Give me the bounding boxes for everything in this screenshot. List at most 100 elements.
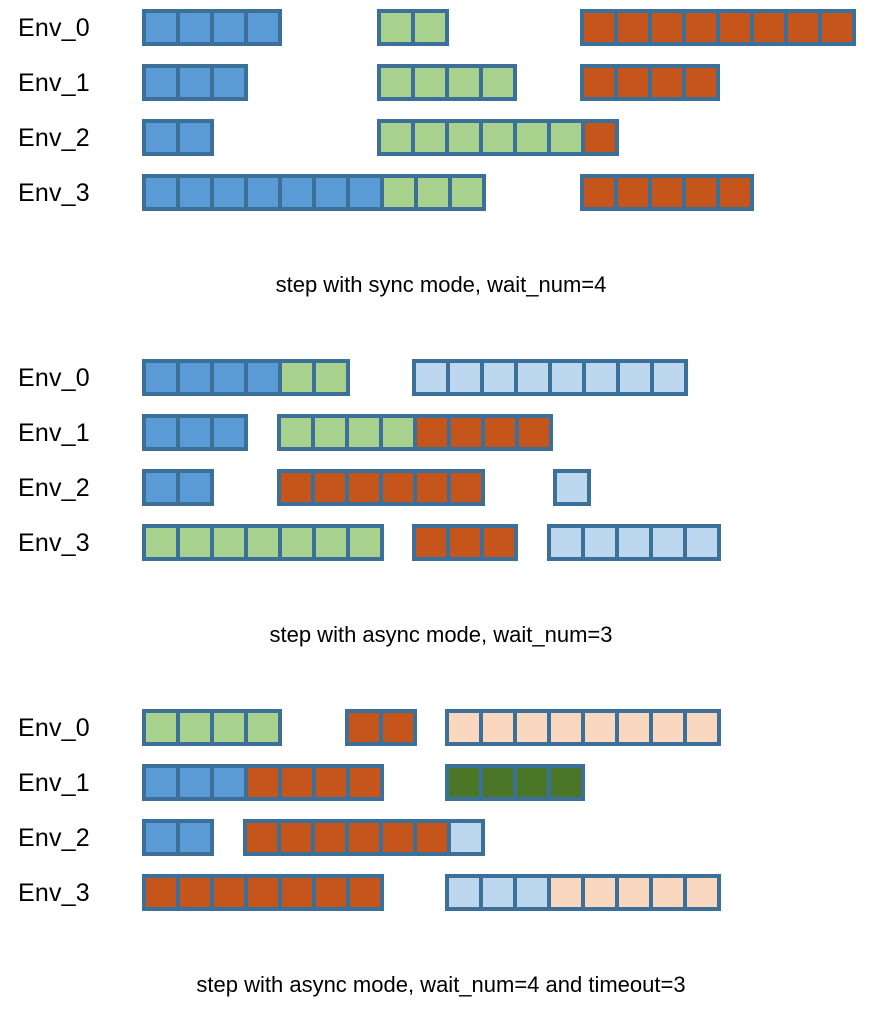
step-cell-lightblue bbox=[687, 528, 717, 557]
step-cell-orange bbox=[652, 13, 682, 42]
step-cell-green bbox=[282, 528, 312, 557]
step-cell-peach bbox=[687, 878, 717, 907]
step-cell-orange bbox=[652, 178, 682, 207]
step-cell-lightblue bbox=[517, 878, 547, 907]
step-cell-lightblue bbox=[416, 363, 446, 392]
step-cell-blue bbox=[350, 178, 380, 207]
step-cell-orange bbox=[416, 528, 446, 557]
step-block-group bbox=[142, 874, 384, 911]
step-cell-green bbox=[146, 713, 176, 742]
step-cell-blue bbox=[248, 178, 278, 207]
env-row: Env_0 bbox=[0, 350, 882, 405]
step-cell-green bbox=[381, 123, 411, 152]
step-block-group bbox=[277, 469, 485, 506]
step-cell-lightblue bbox=[620, 363, 650, 392]
env-row-label: Env_2 bbox=[18, 823, 90, 852]
step-cell-lightblue bbox=[484, 363, 514, 392]
env-row-label: Env_2 bbox=[18, 123, 90, 152]
step-cell-orange bbox=[618, 178, 648, 207]
env-row-track bbox=[0, 165, 882, 220]
step-cell-orange bbox=[618, 68, 648, 97]
env-row: Env_2 bbox=[0, 810, 882, 865]
env-row-track bbox=[0, 0, 882, 55]
step-cell-blue bbox=[214, 13, 244, 42]
env-row-label: Env_3 bbox=[18, 178, 90, 207]
env-row: Env_3 bbox=[0, 865, 882, 920]
step-cell-green bbox=[248, 713, 278, 742]
step-cell-orange bbox=[822, 13, 852, 42]
step-cell-orange bbox=[349, 823, 379, 852]
step-cell-blue bbox=[180, 418, 210, 447]
step-block-group bbox=[142, 359, 350, 396]
step-cell-orange bbox=[417, 418, 447, 447]
step-block-group bbox=[553, 469, 591, 506]
step-block-group bbox=[142, 64, 248, 101]
step-cell-peach bbox=[483, 713, 513, 742]
step-block-group bbox=[277, 414, 553, 451]
step-block-group bbox=[345, 709, 417, 746]
step-cell-orange bbox=[247, 823, 277, 852]
step-cell-blue bbox=[180, 473, 210, 502]
step-cell-orange bbox=[281, 823, 311, 852]
env-row: Env_2 bbox=[0, 460, 882, 515]
step-cell-orange bbox=[146, 878, 176, 907]
step-cell-blue bbox=[146, 768, 176, 797]
step-cell-peach bbox=[619, 878, 649, 907]
env-row-label: Env_0 bbox=[18, 713, 90, 742]
step-cell-peach bbox=[551, 713, 581, 742]
step-cell-lightblue bbox=[450, 363, 480, 392]
step-block-group bbox=[142, 819, 214, 856]
step-cell-orange bbox=[618, 13, 648, 42]
step-cell-orange bbox=[214, 878, 244, 907]
step-cell-lightblue bbox=[451, 823, 481, 852]
step-cell-green bbox=[381, 68, 411, 97]
env-row-label: Env_1 bbox=[18, 68, 90, 97]
step-cell-orange bbox=[584, 13, 614, 42]
step-cell-orange bbox=[584, 68, 614, 97]
step-cell-peach bbox=[653, 878, 683, 907]
step-cell-lightblue bbox=[518, 363, 548, 392]
step-block-group bbox=[142, 469, 214, 506]
step-cell-lightblue bbox=[585, 528, 615, 557]
step-block-group bbox=[142, 9, 282, 46]
step-cell-blue bbox=[146, 68, 176, 97]
step-cell-blue bbox=[146, 823, 176, 852]
env-row: Env_3 bbox=[0, 515, 882, 570]
step-cell-peach bbox=[551, 878, 581, 907]
step-cell-lightblue bbox=[551, 528, 581, 557]
step-cell-blue bbox=[146, 363, 176, 392]
step-cell-blue bbox=[146, 473, 176, 502]
step-cell-blue bbox=[180, 123, 210, 152]
step-block-group bbox=[445, 874, 721, 911]
step-cell-blue bbox=[146, 178, 176, 207]
step-cell-green bbox=[415, 68, 445, 97]
step-cell-orange bbox=[686, 13, 716, 42]
step-cell-blue bbox=[180, 768, 210, 797]
step-cell-orange bbox=[584, 178, 614, 207]
step-cell-blue bbox=[214, 363, 244, 392]
step-cell-orange bbox=[383, 823, 413, 852]
step-cell-green bbox=[180, 713, 210, 742]
step-cell-orange bbox=[585, 123, 615, 152]
step-cell-green bbox=[415, 13, 445, 42]
step-cell-green bbox=[180, 528, 210, 557]
step-block-group bbox=[377, 9, 449, 46]
step-block-group bbox=[142, 709, 282, 746]
step-cell-lightblue bbox=[586, 363, 616, 392]
step-cell-green bbox=[418, 178, 448, 207]
env-row: Env_1 bbox=[0, 55, 882, 110]
step-cell-orange bbox=[450, 528, 480, 557]
step-cell-green bbox=[383, 418, 413, 447]
step-cell-orange bbox=[281, 473, 311, 502]
step-cell-blue bbox=[316, 178, 346, 207]
step-cell-blue bbox=[180, 13, 210, 42]
step-cell-orange bbox=[248, 878, 278, 907]
step-cell-orange bbox=[451, 473, 481, 502]
step-cell-peach bbox=[585, 878, 615, 907]
step-block-group bbox=[377, 119, 619, 156]
panel-caption: step with async mode, wait_num=3 bbox=[269, 622, 613, 647]
step-cell-green bbox=[316, 363, 346, 392]
step-cell-blue bbox=[180, 68, 210, 97]
step-block-group bbox=[142, 524, 384, 561]
